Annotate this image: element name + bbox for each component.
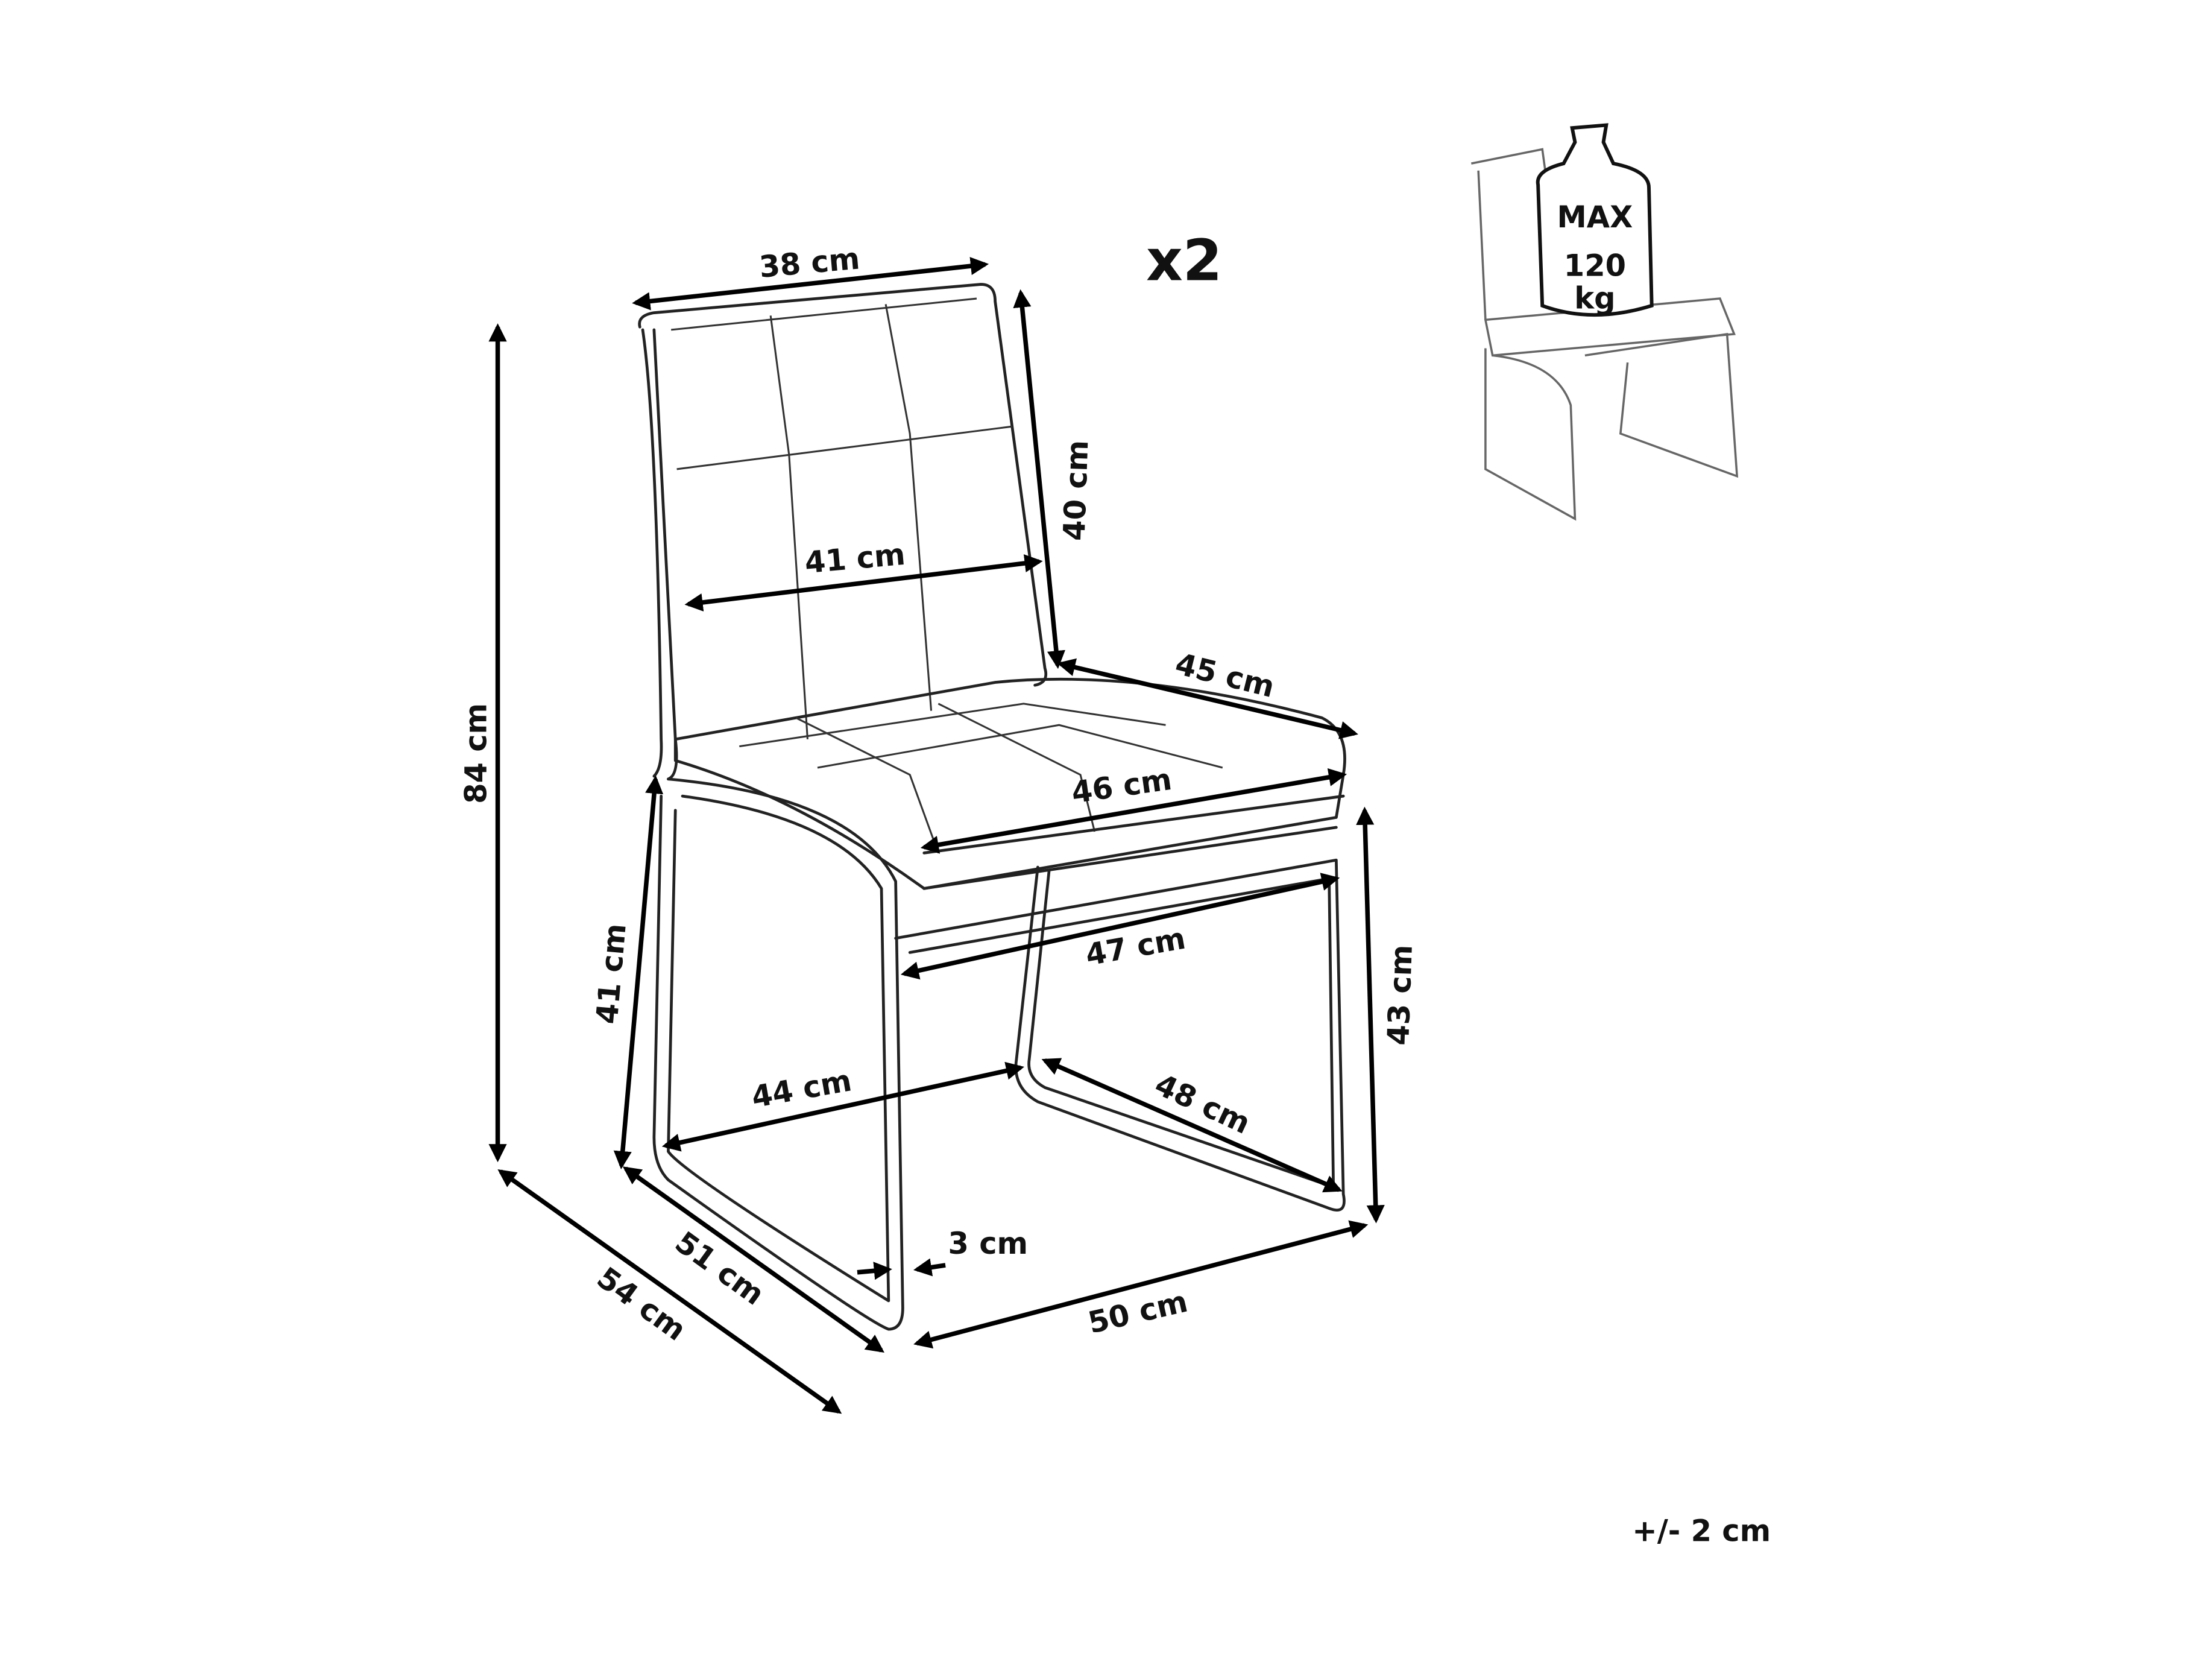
frame-width-label: 47 cm [1083, 921, 1188, 973]
seat-height-front-label: 41 cm [589, 922, 632, 1025]
quantity-label: x2 [1146, 227, 1222, 294]
seat-height-side-label: 43 cm [1381, 944, 1419, 1046]
max-load-unit: kg [1574, 281, 1615, 316]
max-load-value: 120 [1564, 248, 1626, 283]
tolerance-label: +/- 2 cm [1632, 1513, 1771, 1548]
total-height-label: 84 cm [459, 703, 494, 804]
seat-width-label: 46 cm [1070, 762, 1174, 811]
max-load-illustration: MAX 120 kg [1470, 123, 1739, 521]
backrest-top-width-label: 38 cm [758, 241, 861, 285]
chair-illustration [638, 283, 1346, 1331]
max-load-label: MAX [1557, 200, 1633, 235]
backrest-height-label: 40 cm [1057, 440, 1095, 542]
total-width-label: 50 cm [1085, 1284, 1191, 1341]
dimension-arrows [488, 257, 1385, 1414]
backrest-width-label: 41 cm [803, 537, 906, 580]
tube-width-label: 3 cm [948, 1226, 1029, 1261]
